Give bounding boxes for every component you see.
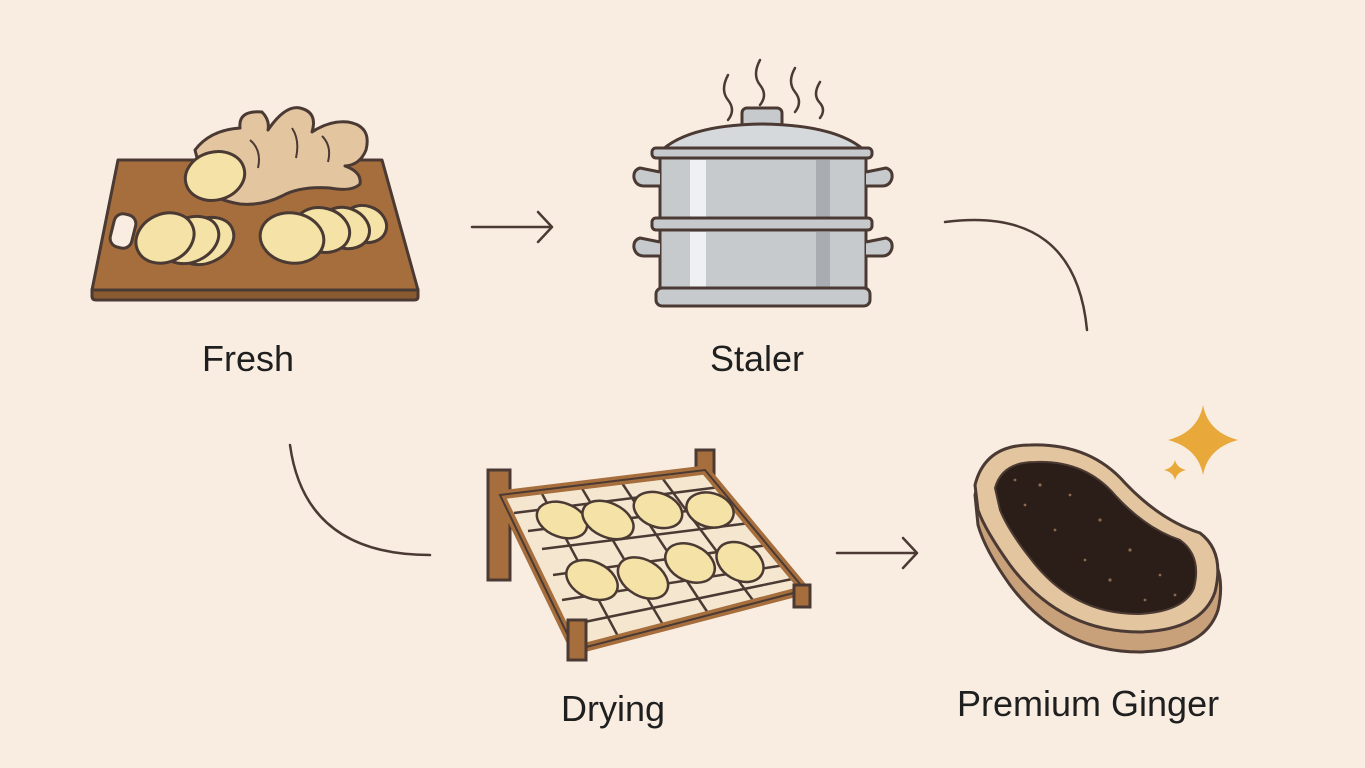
step-label-premium-ginger: Premium Ginger <box>957 683 1220 724</box>
drying-rack-icon <box>486 448 812 662</box>
sparkle-icon <box>1164 405 1238 480</box>
black-ginger-slice-icon <box>973 443 1223 654</box>
arrow-fresh-to-staler <box>470 210 554 244</box>
steamer-pot-icon <box>632 58 894 308</box>
curve-connector-right <box>943 218 1089 332</box>
step-label-drying: Drying <box>561 688 666 729</box>
cutting-board-ginger-icon <box>90 106 420 302</box>
curve-connector-left <box>288 443 432 557</box>
step-label-staler: Staler <box>710 338 805 379</box>
arrow-drying-to-premium <box>835 536 919 570</box>
step-label-fresh: Fresh <box>202 338 295 379</box>
